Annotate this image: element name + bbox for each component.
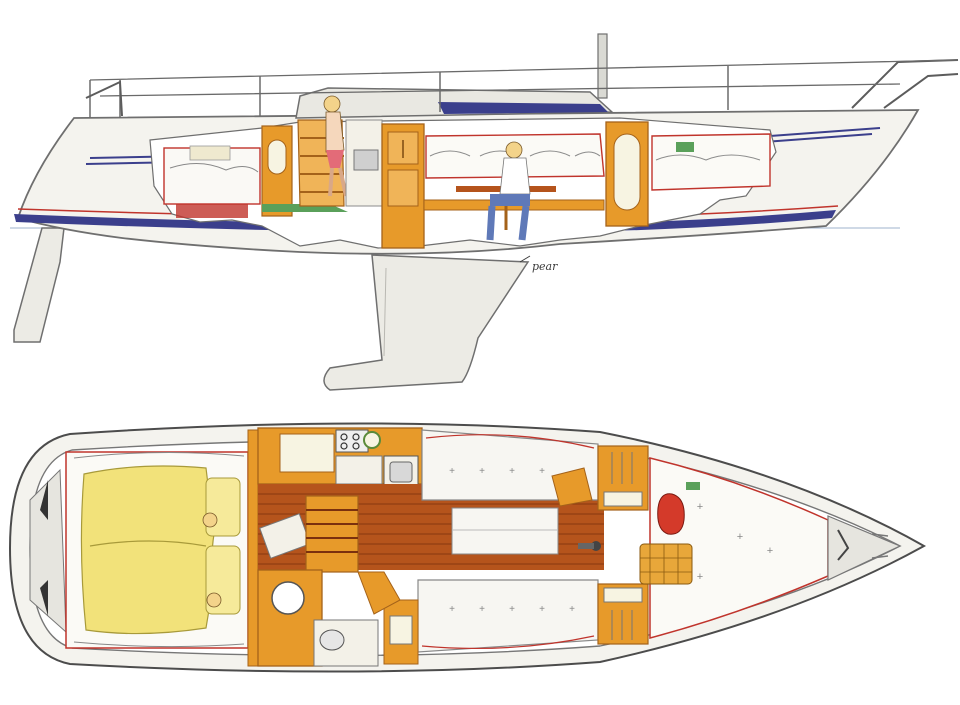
guard-rail (89, 59, 959, 97)
stove-icon (353, 149, 379, 171)
settee-upper: + + + + (421, 429, 599, 507)
keel (323, 254, 530, 391)
rudder (13, 227, 65, 343)
toilet-icon (271, 581, 305, 615)
svg-text:+: + (509, 466, 515, 477)
ladder-icon (305, 495, 359, 573)
svg-text:+: + (479, 604, 485, 615)
chain-locker (827, 515, 902, 581)
figure-seated (486, 141, 531, 241)
heads (257, 569, 419, 667)
svg-text:+: + (569, 604, 575, 615)
svg-text:+: + (449, 604, 455, 615)
galley-side (345, 119, 425, 249)
bedding (80, 465, 215, 635)
aft-berth-side (163, 145, 261, 218)
bulkhead-door (605, 121, 649, 227)
svg-text:+: + (539, 604, 545, 615)
figure-cook (323, 95, 348, 197)
forepeak-side (651, 133, 771, 191)
svg-text:+: + (449, 466, 455, 477)
settee-lower: + + + + + (417, 579, 599, 653)
sink-icon (319, 629, 345, 651)
svg-text:+: + (737, 531, 743, 543)
mast (597, 33, 608, 99)
svg-text:+: + (509, 604, 515, 615)
table-icon (451, 507, 601, 555)
plan-view: + + + + + + + + + (8, 422, 927, 673)
aft-cabin (65, 451, 249, 649)
svg-text:+: + (767, 545, 773, 557)
svg-text:+: + (697, 571, 703, 583)
chart-table-side (261, 125, 348, 217)
duffel-bag (657, 493, 685, 535)
svg-text:+: + (479, 466, 485, 477)
side-profile: pear (10, 33, 959, 391)
svg-text:+: + (539, 466, 545, 477)
main-bulkhead (597, 445, 649, 645)
svg-text:+: + (697, 501, 703, 513)
forecabin: + + + + (639, 457, 829, 639)
basket (639, 543, 693, 585)
signature: pear (532, 260, 558, 273)
